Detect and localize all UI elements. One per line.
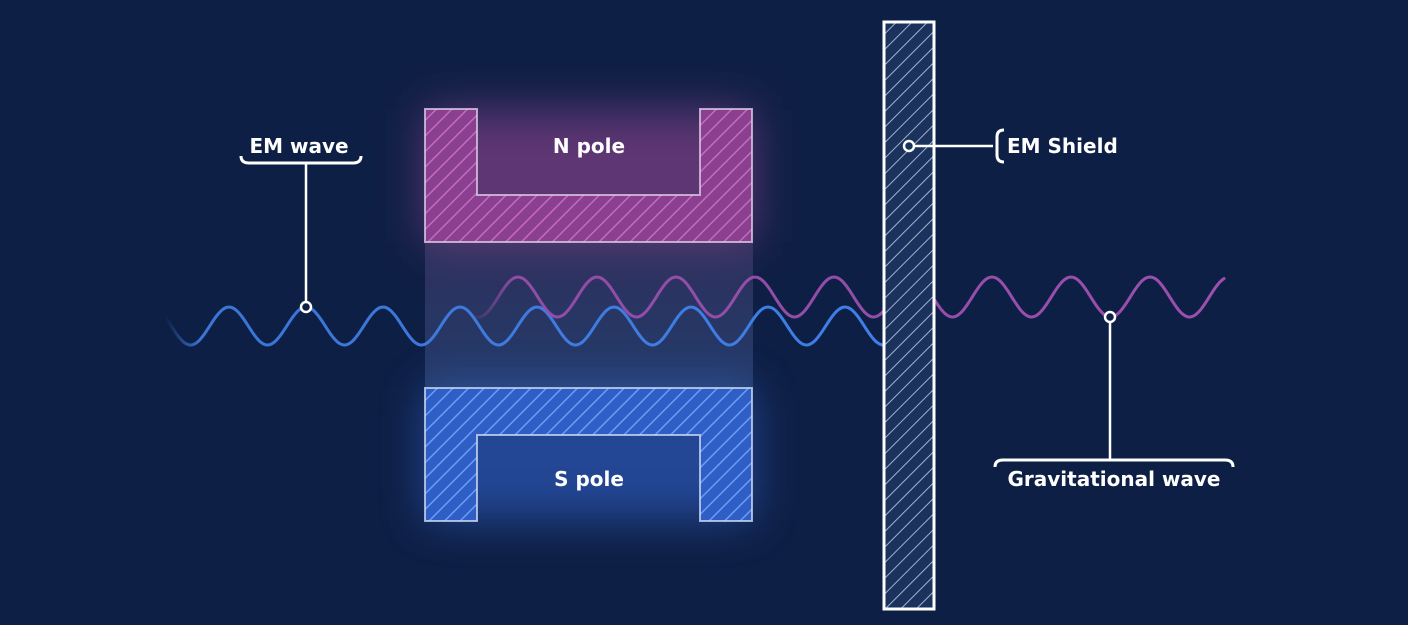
s-pole-label: S pole bbox=[554, 467, 624, 491]
em-wave-label: EM wave bbox=[249, 134, 348, 158]
em-wave-line bbox=[164, 305, 884, 347]
em-shield-plate bbox=[882, 20, 936, 611]
em-wave-callout: EM wave bbox=[239, 134, 363, 314]
em-shield-label: EM Shield bbox=[1007, 134, 1118, 158]
gravitational-wave-marker bbox=[1103, 310, 1117, 324]
em-wave-bracket bbox=[239, 155, 363, 165]
gravitational-wave-line bbox=[470, 275, 1226, 319]
magnetic-field-region bbox=[425, 242, 753, 388]
n-pole-magnet bbox=[424, 108, 753, 243]
em-shield-brace bbox=[995, 128, 1005, 164]
em-shield-marker bbox=[902, 139, 916, 153]
n-pole-label: N pole bbox=[553, 134, 625, 158]
gravitational-wave-callout: Gravitational wave bbox=[993, 310, 1235, 491]
em-wave-marker bbox=[299, 300, 313, 314]
gravitational-wave-bracket bbox=[993, 458, 1235, 468]
s-pole-magnet bbox=[424, 387, 753, 522]
gravitational-wave-label: Gravitational wave bbox=[1007, 467, 1220, 491]
em-shield-callout: EM Shield bbox=[902, 128, 1118, 164]
